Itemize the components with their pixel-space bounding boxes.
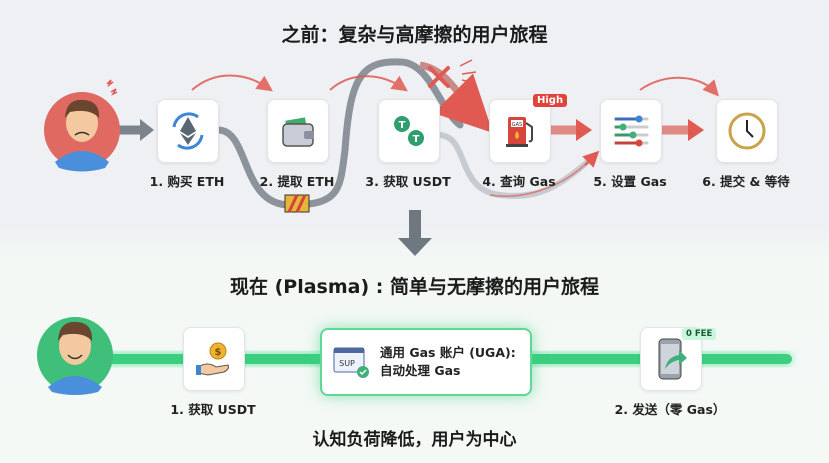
step-label: 1. 购买 ETH xyxy=(149,174,225,189)
high-badge: High xyxy=(533,94,568,107)
svg-text:$: $ xyxy=(215,347,222,358)
svg-text:T: T xyxy=(399,120,406,131)
footer-tagline: 认知负荷降低，用户为中心 xyxy=(312,430,517,450)
uga-line2: 自动处理 Gas xyxy=(380,363,461,378)
step-card-submit-wait xyxy=(716,99,778,163)
after-title: 现在 (Plasma) : 简单与无摩擦的用户旅程 xyxy=(230,276,599,298)
svg-text:SUP: SUP xyxy=(339,359,355,368)
hand-coin-icon: $ xyxy=(196,342,229,376)
step-card-withdraw-eth xyxy=(267,99,329,163)
zero-fee-badge: 0 FEE xyxy=(682,328,717,340)
happy-user-avatar xyxy=(37,317,113,395)
uga-window-icon: SUP xyxy=(333,347,369,378)
curved-arrow-2-3 xyxy=(329,75,408,92)
clock-icon xyxy=(728,112,766,150)
wallet-icon xyxy=(282,117,314,147)
eth-exchange-icon xyxy=(172,112,204,150)
step-card-check-gas: GAS xyxy=(489,99,551,163)
down-arrow xyxy=(398,210,432,256)
arrow-to-gas xyxy=(582,150,600,168)
step-label: 1. 获取 USDT xyxy=(170,402,256,417)
curved-arrow-5-6 xyxy=(639,76,719,97)
step-card-buy-eth xyxy=(157,99,219,163)
usdt-swap-icon: TT xyxy=(394,116,424,146)
step-card-send-zero-gas xyxy=(640,327,702,391)
step-label: 3. 获取 USDT xyxy=(365,174,451,189)
step-label: 6. 提交 & 等待 xyxy=(702,174,790,189)
step-label: 2. 提取 ETH xyxy=(259,174,335,189)
curved-arrow-1-2 xyxy=(191,74,273,92)
step-label: 4. 查询 Gas xyxy=(482,174,556,189)
gas-pump-icon: GAS xyxy=(506,117,533,147)
before-title: 之前：复杂与高摩擦的用户旅程 xyxy=(281,24,548,46)
frustrated-user-avatar xyxy=(44,79,120,172)
uga-card: SUP 通用 Gas 账户 (UGA): 自动处理 Gas xyxy=(320,328,532,396)
winding-path xyxy=(214,58,464,209)
phone-send-icon xyxy=(658,338,687,380)
svg-text:T: T xyxy=(413,134,420,145)
step-label: 2. 发送（零 Gas） xyxy=(614,402,726,417)
uga-line1: 通用 Gas 账户 (UGA): xyxy=(380,345,516,360)
step-card-get-usdt-plasma: $ xyxy=(183,327,245,391)
step-card-set-gas xyxy=(600,99,662,163)
x-mark-icon xyxy=(428,66,450,88)
svg-text:GAS: GAS xyxy=(512,122,522,128)
sliders-icon xyxy=(613,115,649,147)
step-label: 5. 设置 Gas xyxy=(593,174,667,189)
